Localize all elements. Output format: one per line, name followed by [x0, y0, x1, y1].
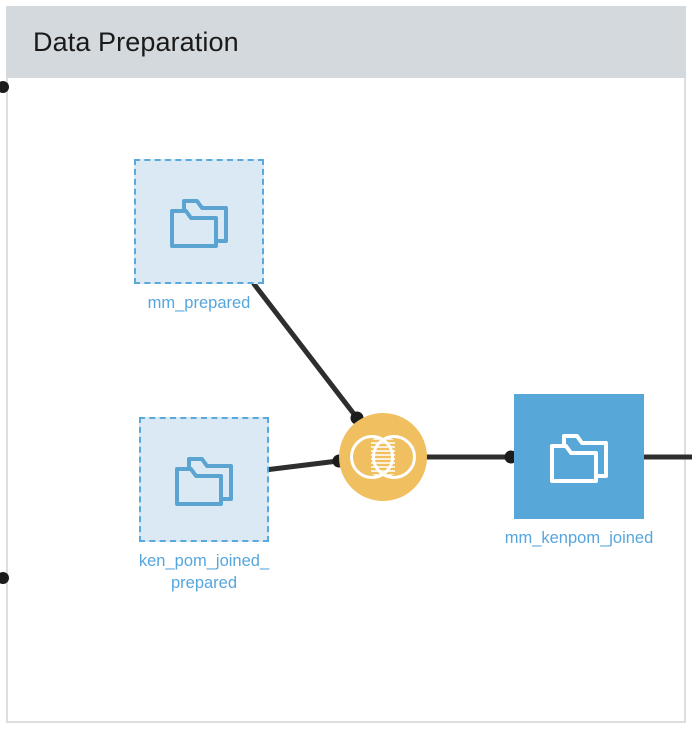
- venn-join-icon: [350, 435, 416, 479]
- folders-icon: [175, 456, 233, 506]
- data-preparation-panel: [6, 6, 686, 723]
- node-mm-prepared-box[interactable]: [134, 159, 264, 284]
- node-mm-kenpom-joined-box[interactable]: [514, 394, 644, 519]
- folders-icon: [550, 433, 608, 483]
- node-mm-kenpom-joined[interactable]: mm_kenpom_joined: [505, 394, 679, 549]
- node-ken-pom-joined-prepared-label: ken_pom_joined_ prepared: [138, 552, 270, 592]
- folders-icon: [170, 198, 228, 248]
- node-ken-pom-joined-prepared-box[interactable]: [139, 417, 269, 542]
- page-title: Data Preparation: [33, 26, 239, 57]
- panel-header: Data Preparation: [6, 6, 686, 78]
- node-ken-pom-joined-prepared[interactable]: ken_pom_joined_ prepared: [139, 417, 304, 594]
- node-mm-prepared-label: mm_prepared: [147, 294, 251, 312]
- node-mm-prepared[interactable]: mm_prepared: [134, 159, 264, 314]
- node-join[interactable]: [339, 413, 427, 501]
- node-mm-kenpom-joined-label: mm_kenpom_joined: [504, 529, 654, 547]
